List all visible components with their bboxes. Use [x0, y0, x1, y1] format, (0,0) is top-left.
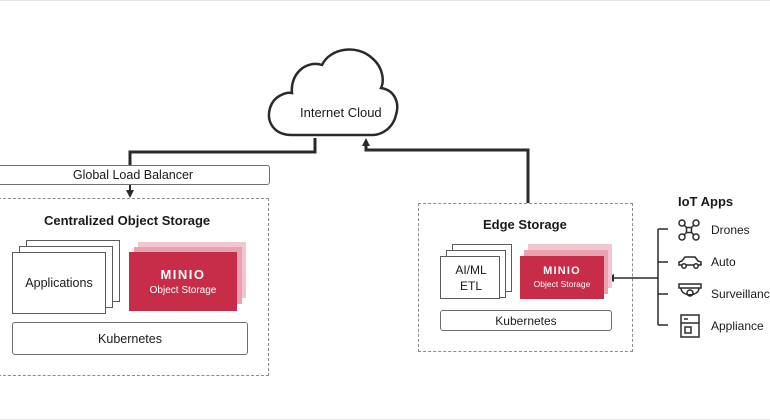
cloud-label: Internet Cloud: [300, 105, 382, 120]
central-minio-card: MINIO Object Storage: [129, 252, 237, 311]
cloud-icon: [267, 48, 399, 137]
edge-storage-title: Edge Storage: [483, 217, 567, 232]
edge-minio-logo: MINIO: [543, 265, 581, 277]
iot-apps-title: IoT Apps: [678, 194, 734, 209]
edge-minio-object-storage-label: Object Storage: [533, 279, 591, 289]
applications-card: Applications: [12, 252, 106, 314]
load-balancer-label: Global Load Balancer: [72, 168, 194, 182]
appliance-icon: [680, 314, 700, 338]
cloud-to-balancer-line: [128, 138, 317, 166]
workload-label-line2: ETL: [459, 279, 482, 293]
edge-storage-container: [418, 203, 633, 352]
load-balancer-box: Global Load Balancer: [0, 165, 270, 185]
camera-icon: [678, 283, 702, 297]
central-kubernetes-box: Kubernetes: [12, 322, 248, 355]
central-storage-container: [0, 198, 269, 376]
top-divider: [0, 0, 770, 1]
iot-item-auto: Auto: [711, 255, 736, 269]
edge-minio-card: MINIO Object Storage: [520, 256, 604, 299]
minio-object-storage-label: Object Storage: [149, 285, 217, 296]
iot-item-appliance: Appliance: [711, 319, 764, 333]
iot-item-drones: Drones: [711, 223, 750, 237]
edge-to-cloud-arrow: [362, 138, 530, 203]
edge-kubernetes-box: Kubernetes: [440, 310, 612, 331]
iot-item-surveillance: Surveillance: [711, 287, 770, 301]
central-storage-title: Centralized Object Storage: [44, 213, 211, 228]
central-kubernetes-label: Kubernetes: [98, 331, 162, 346]
minio-logo: MINIO: [160, 267, 206, 282]
edge-kubernetes-label: Kubernetes: [495, 313, 557, 328]
drone-icon: [678, 219, 700, 241]
workload-card: AI/ML ETL: [440, 256, 500, 299]
car-icon: [678, 256, 702, 269]
applications-label: Applications: [25, 276, 93, 290]
workload-label-line1: AI/ML: [455, 263, 487, 277]
